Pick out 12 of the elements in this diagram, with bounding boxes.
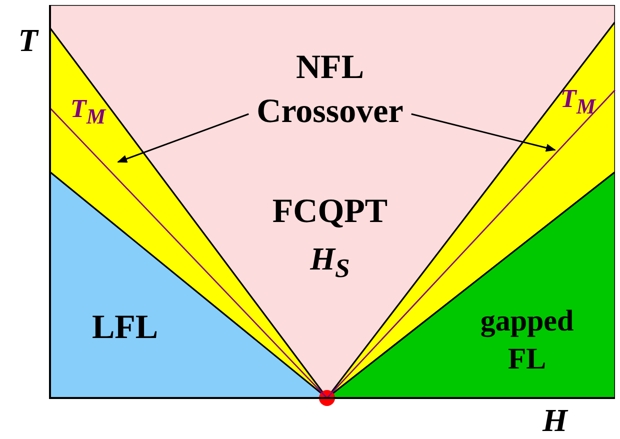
region-label: T$_{M}$: [560, 86, 596, 118]
region-label: FCQPT: [272, 195, 388, 229]
region-label: T$_{M}$: [70, 96, 106, 128]
region-label: H$_{S}$: [310, 242, 350, 282]
region-label: NFL: [296, 51, 364, 85]
arrow: [411, 113, 556, 152]
axis-label: H: [542, 404, 568, 436]
axis-label: T: [18, 24, 38, 56]
region-label: Crossover: [256, 95, 404, 129]
arrow: [117, 113, 249, 163]
region-label: LFL: [92, 311, 158, 345]
region-label: gapped FL: [479, 304, 575, 377]
